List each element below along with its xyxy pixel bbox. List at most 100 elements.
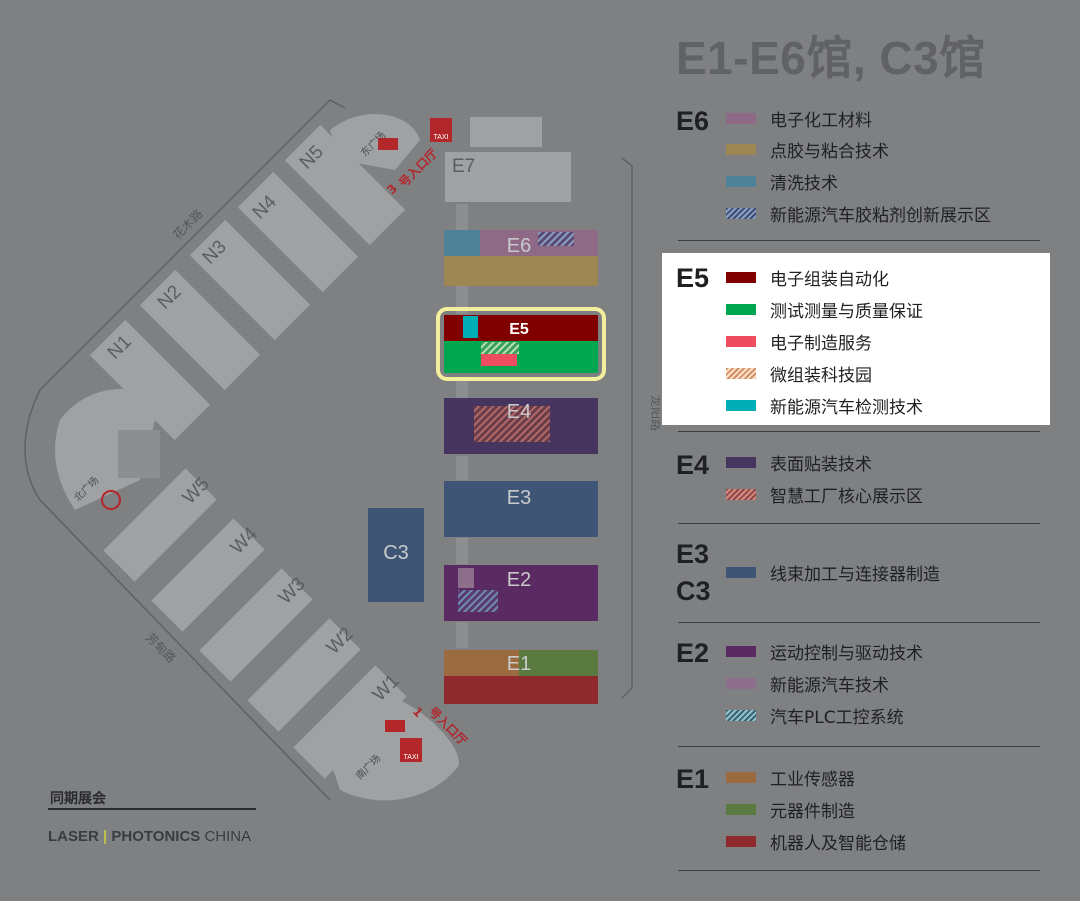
hall-e5-label: E5: [509, 321, 529, 338]
legend-group-e4: E4 表面贴装技术 智慧工厂核心展示区: [662, 445, 1050, 515]
legend-swatch: [726, 488, 756, 500]
legend-label: 表面贴装技术: [770, 454, 872, 475]
hall-n2: N2: [139, 269, 261, 391]
road-longyang: 龙阳路: [649, 395, 660, 431]
legend-item: 智慧工厂核心展示区: [726, 482, 923, 507]
legend-swatch: [726, 677, 756, 689]
north-plaza: 北广场: [55, 388, 160, 510]
hall-e3: E3: [444, 481, 598, 537]
legend-swatch: [726, 143, 756, 155]
legend-code-e6: E6: [676, 106, 710, 136]
south-plaza: 南广场: [330, 700, 459, 801]
page-title: E1-E6馆, C3馆: [676, 32, 986, 84]
legend-code-e5: E5: [676, 263, 710, 293]
legend-label: 元器件制造: [770, 801, 855, 822]
legend-swatch: [726, 709, 756, 721]
hall-w2: W2: [247, 618, 361, 732]
legend-swatch: [726, 456, 756, 468]
hall-e1-label: E1: [507, 653, 531, 675]
legend-label: 智慧工厂核心展示区: [770, 486, 923, 507]
hall-e5: E5: [436, 307, 606, 381]
south-entrance-mark: [385, 720, 405, 732]
logo-separator: |: [103, 828, 108, 845]
laser-photonics-logo: LASER | PHOTONICS CHINA: [48, 828, 251, 845]
hall-e7: E7: [445, 152, 571, 202]
legend-label: 测试测量与质量保证: [770, 301, 923, 322]
legend-item: 运动控制与驱动技术: [726, 639, 923, 664]
hall-w3: W3: [199, 568, 313, 682]
hall-c3-label: C3: [383, 542, 409, 564]
hall-e6: E6: [444, 230, 598, 286]
hall-e3-label: E3: [507, 487, 531, 509]
legend-label: 线束加工与连接器制造: [770, 564, 940, 585]
legend-item: 元器件制造: [726, 797, 855, 822]
east-plaza: 东广场: [330, 113, 420, 170]
road-fangdian: 芳甸路: [143, 630, 179, 666]
legend-code-e2: E2: [676, 638, 710, 668]
legend-swatch: [726, 271, 756, 283]
e-annex-block: [470, 117, 542, 147]
connectors: [456, 204, 468, 648]
legend-swatch: [726, 566, 756, 578]
hall-e4: E4: [444, 398, 598, 454]
legend-label: 清洗技术: [770, 173, 838, 194]
taxi-south: TAXI: [400, 738, 422, 762]
logo-china: CHINA: [204, 828, 252, 845]
legend-group-e1: E1 工业传感器 元器件制造 机器人及智能仓储: [662, 760, 1050, 860]
legend-code-e1: E1: [676, 764, 710, 794]
legend-swatch: [726, 112, 756, 124]
legend-divider: [678, 523, 1040, 524]
legend-item: 微组装科技园: [726, 361, 872, 386]
taxi-south-label: TAXI: [403, 754, 418, 761]
legend-label: 工业传感器: [770, 769, 855, 790]
legend-code-e4: E4: [676, 450, 710, 480]
legend-item: 电子化工材料: [726, 106, 872, 131]
east-entrance-mark: [378, 138, 398, 150]
legend-item: 汽车PLC工控系统: [726, 703, 904, 728]
hall-c3: C3: [368, 508, 424, 602]
legend-label: 电子组装自动化: [770, 269, 889, 290]
legend-swatch: [726, 303, 756, 315]
legend-label: 新能源汽车检测技术: [770, 397, 923, 418]
legend-label: 电子化工材料: [770, 110, 872, 131]
legend-divider: [678, 746, 1040, 747]
metro-icon: [101, 490, 121, 510]
taxi-east: TAXI: [430, 118, 452, 142]
legend-group-e6: E6 电子化工材料 点胶与粘合技术 清洗技术 新能源汽车胶粘剂创新展示区: [662, 100, 1050, 235]
logo-laser: LASER: [48, 828, 99, 845]
legend-item: 工业传感器: [726, 765, 855, 790]
legend-item: 表面贴装技术: [726, 450, 872, 475]
hall-n3: N3: [189, 219, 311, 341]
legend-item: 电子组装自动化: [726, 265, 889, 290]
legend-item: 测试测量与质量保证: [726, 297, 923, 322]
legend-swatch: [726, 835, 756, 847]
legend-swatch: [726, 771, 756, 783]
legend-label: 点胶与粘合技术: [770, 141, 889, 162]
hall-e7-label: E7: [452, 156, 475, 177]
hall-e2-label: E2: [507, 569, 531, 591]
legend-label: 运动控制与驱动技术: [770, 643, 923, 664]
legend-divider: [678, 622, 1040, 623]
legend-item: 电子制造服务: [726, 329, 872, 354]
legend-group-e5: E5 电子组装自动化 测试测量与质量保证 电子制造服务 微组装科技园 新能源汽车…: [662, 253, 1050, 425]
legend-swatch: [726, 367, 756, 379]
concurrent-title: 同期展会: [50, 791, 106, 807]
legend-label: 微组装科技园: [770, 365, 872, 386]
outer-road-line: [24, 389, 331, 801]
legend-group-e3-c3: E3 C3 线束加工与连接器制造: [662, 536, 1050, 616]
legend-label: 新能源汽车胶粘剂创新展示区: [770, 205, 991, 226]
legend-item: 新能源汽车技术: [726, 671, 889, 696]
concurrent-divider: [48, 808, 256, 810]
hall-e1: E1: [444, 650, 598, 704]
legend-item: 点胶与粘合技术: [726, 137, 889, 162]
longyang-road-line: [621, 157, 633, 699]
legend-item: 清洗技术: [726, 169, 838, 194]
legend-swatch: [726, 399, 756, 411]
legend-item: 新能源汽车检测技术: [726, 393, 923, 418]
hall-e4-label: E4: [507, 401, 531, 423]
outer-road-line: [39, 99, 346, 391]
legend-swatch: [726, 207, 756, 219]
legend-label: 新能源汽车技术: [770, 675, 889, 696]
legend-group-e2: E2 运动控制与驱动技术 新能源汽车技术 汽车PLC工控系统: [662, 634, 1050, 734]
legend-swatch: [726, 803, 756, 815]
